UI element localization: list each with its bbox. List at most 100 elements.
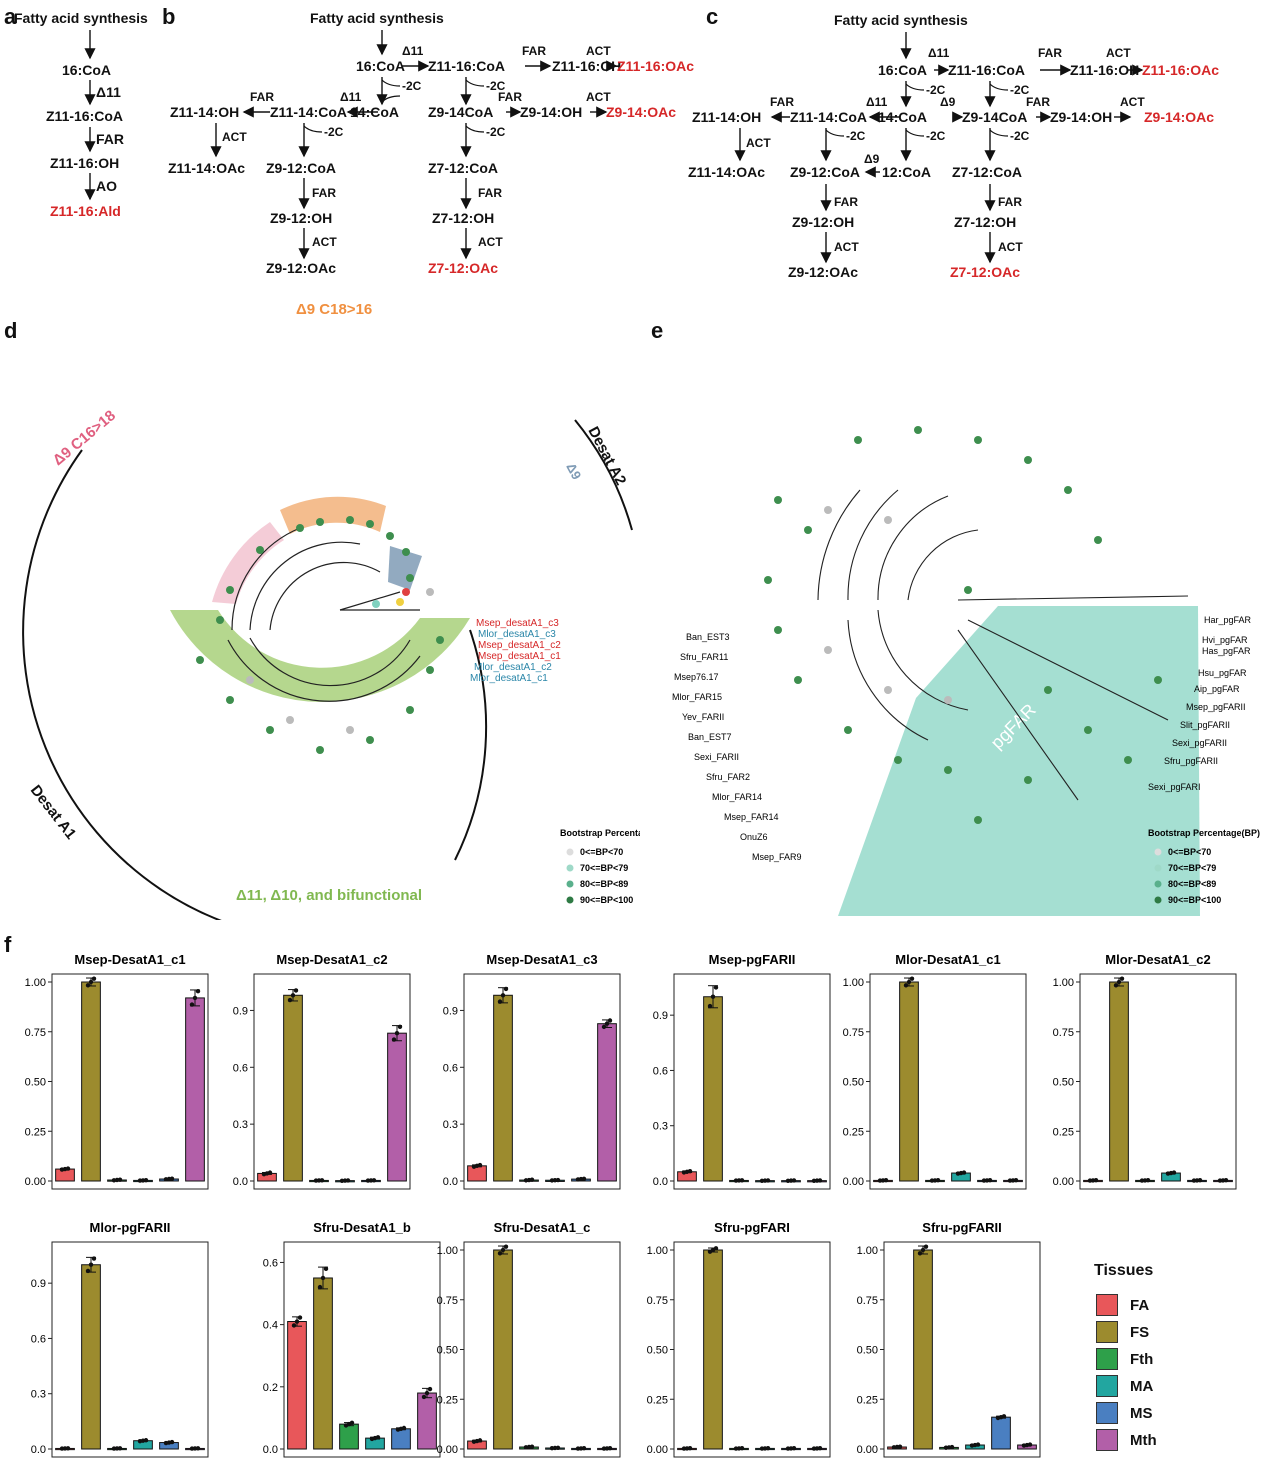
y-tick-label: 0.00 <box>437 1444 458 1456</box>
y-tick-label: 1.00 <box>857 1245 878 1257</box>
pathway-c-r2-1: FAR <box>770 95 794 109</box>
replicate-point <box>923 1244 929 1249</box>
bar-chart-1: Msep-DesatA1_c10.000.250.500.751.00 <box>25 952 209 1190</box>
y-tick-label: 0.6 <box>31 1333 46 1345</box>
panel-label-f: f <box>4 932 12 957</box>
replicate-point <box>143 1178 149 1183</box>
legend-swatch <box>1096 1321 1118 1343</box>
leaf-msep-desata1-c3: Msep_desatA1_c3 <box>476 618 559 629</box>
replicate-point <box>607 1018 613 1023</box>
bar-FA <box>467 1165 487 1182</box>
legend-swatch <box>1096 1294 1118 1316</box>
y-tick-label: 0.25 <box>437 1394 458 1406</box>
pathway-a-product: Z11-16:Ald <box>50 203 121 219</box>
y-tick-label: 0.3 <box>443 1119 458 1131</box>
legend-label: FS <box>1130 1323 1150 1341</box>
replicate-point <box>581 1446 587 1451</box>
replicate-point <box>961 1170 967 1175</box>
pathway-b-r2-3: Δ11 <box>340 90 362 104</box>
replicate-point <box>195 1446 201 1451</box>
y-tick-label: 1.00 <box>843 977 864 989</box>
bootstrap-legend-e-1: 70<=BP<79 <box>1168 863 1216 873</box>
y-tick-label: 1.00 <box>437 1245 458 1257</box>
pathway-c-r4-2: ACT <box>834 240 859 254</box>
pathway-a-node-1: 16:CoA <box>62 62 112 78</box>
replicate-point <box>791 1446 797 1451</box>
replicate-point <box>500 993 506 998</box>
pathway-c-minus2c-4: -2C <box>926 129 946 143</box>
pathway-c-top: Fatty acid synthesis <box>834 12 968 28</box>
pathway-b-minus2c-4: -2C <box>486 125 506 139</box>
replicate-point <box>88 979 94 985</box>
bar-FS <box>283 994 303 1182</box>
pathway-c-minus2c-5: -2C <box>1010 129 1030 143</box>
bar-chart-frame <box>51 973 209 1190</box>
y-tick-label: 0.0 <box>443 1176 458 1188</box>
pathway-c-r2-7: FAR <box>1026 95 1050 109</box>
y-tick-label: 0.50 <box>857 1345 878 1357</box>
pathway-b-r1-4: Z11-16:OH <box>552 58 622 74</box>
pathway-b-r2-7: Z9-14:OH <box>520 104 583 120</box>
replicate-point <box>987 1178 993 1183</box>
desat-a2-label: Desat A2 <box>584 424 629 488</box>
pathway-b-minus2c-3: -2C <box>324 125 344 139</box>
replicate-point <box>1027 1442 1033 1447</box>
pathway-a-enzyme-1: Δ11 <box>96 84 121 100</box>
panel-label-e: e <box>651 318 664 343</box>
bar-Mth <box>387 1032 407 1182</box>
bar-FS <box>1109 981 1129 1182</box>
bar-MS <box>991 1416 1011 1450</box>
y-tick-label: 0.9 <box>233 1005 248 1017</box>
pathway-arrows <box>84 30 1144 264</box>
bootstrap-legend-d-1: 70<=BP<79 <box>580 863 628 873</box>
pathway-c-r2-6: Z9-14CoA <box>962 109 1028 125</box>
y-tick-label: 0.6 <box>233 1062 248 1074</box>
pathway-b-r4-1: FAR <box>478 186 502 200</box>
pathway-c-r4-5: Z7-12:OH <box>954 214 1017 230</box>
replicate-point <box>1145 1178 1151 1183</box>
leaf-e-left-6: Sexi_FARII <box>694 752 739 762</box>
pathway-c-r3-1: ACT <box>746 136 771 150</box>
replicate-point <box>765 1446 771 1451</box>
leaf-e-left-1: Sfru_FAR11 <box>680 652 728 662</box>
pathway-b-top: Fatty acid synthesis <box>310 10 444 26</box>
bar-chart-title: Mlor-pgFARII <box>90 1220 171 1235</box>
replicate-point <box>497 1251 503 1256</box>
bar-FS <box>493 994 513 1182</box>
pathway-b-r4-2: Z7-12:OH <box>432 210 495 226</box>
replicate-point <box>555 1177 561 1183</box>
bar-chart-5: Mlor-DesatA1_c10.000.250.500.751.00 <box>843 952 1027 1190</box>
bar-chart-frame <box>51 1241 209 1458</box>
pathway-b-r1-3: FAR <box>522 44 546 58</box>
pathway-c-r4-1: Z9-12:OH <box>792 214 855 230</box>
pathway-c-r2-5: Δ9 <box>940 95 956 109</box>
clade-d9-c16-label: Δ9 C16>18 <box>50 407 119 469</box>
pathway-c-r4-7: Z7-12:OAc <box>950 264 1021 280</box>
legend-swatch <box>1096 1402 1118 1424</box>
pathway-b-r4-0: Z7-12:CoA <box>428 160 499 176</box>
replicate-point <box>906 979 912 985</box>
replicate-point <box>497 999 503 1004</box>
bar-chart-frame <box>283 1241 441 1458</box>
clade-d11-wedge <box>170 610 470 702</box>
tissues-legend-item-mth: Mth <box>1096 1429 1157 1451</box>
pathway-b-r3-0: Z11-14:OAc <box>168 160 246 176</box>
pathway-b-minus2c-1: -2C <box>402 79 422 93</box>
replicate-point <box>713 1246 719 1251</box>
pathway-c-r4-3: Z9-12:OAc <box>788 264 859 280</box>
pathway-b-r3-1: ACT <box>222 130 247 144</box>
replicate-point <box>85 983 91 988</box>
bar-Mth <box>185 997 205 1182</box>
replicate-point <box>1116 979 1122 985</box>
y-tick-label: 0.75 <box>857 1295 878 1307</box>
replicate-point <box>1093 1178 1099 1183</box>
replicate-point <box>88 1262 94 1267</box>
replicate-point <box>192 995 198 1001</box>
pathway-c-r2-3: Δ11 <box>866 95 888 109</box>
bootstrap-legend-e-3: 90<=BP<100 <box>1168 895 1221 905</box>
replicate-point <box>320 1275 326 1281</box>
bar-Mth <box>417 1392 437 1450</box>
y-tick-label: 0.25 <box>843 1126 864 1138</box>
replicate-point <box>319 1178 325 1183</box>
